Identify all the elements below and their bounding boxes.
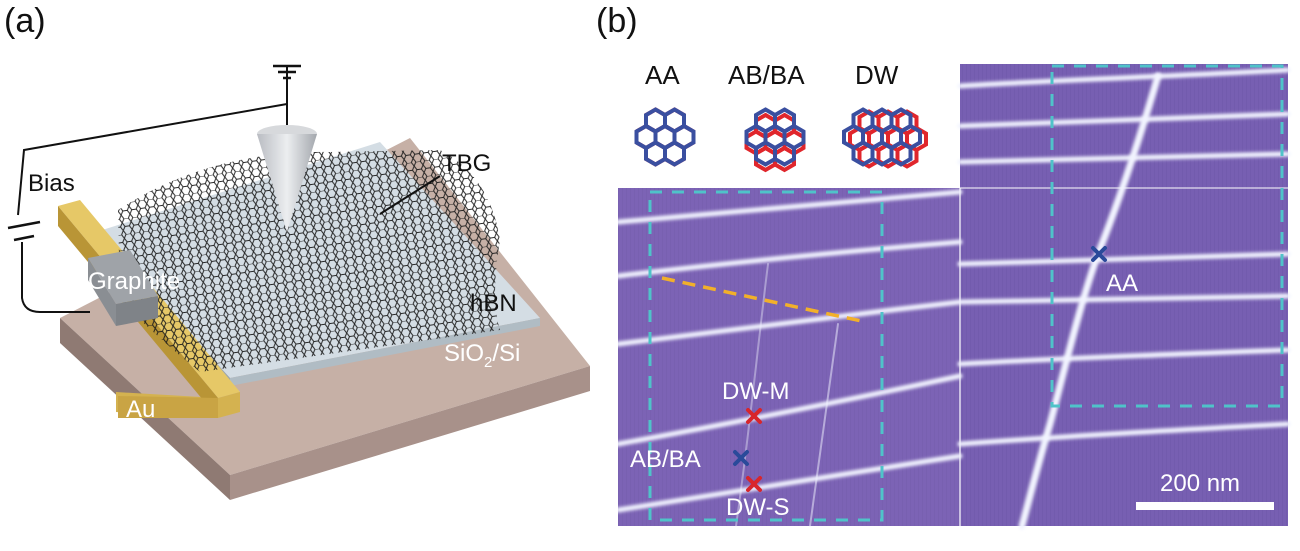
domain-walls [618, 67, 1291, 530]
aa-marker [1091, 246, 1107, 262]
tbg-leader-line [379, 175, 441, 215]
stm-map [618, 64, 1291, 530]
bias-label: Bias [28, 170, 75, 197]
tbg-lattice [118, 150, 500, 372]
graphite-contact [88, 250, 158, 326]
tbg-label: TBG [442, 150, 492, 177]
stacking-label-aa: AA [645, 60, 680, 90]
stacking-label-dw: DW [855, 60, 899, 90]
stm-tip [257, 64, 317, 232]
dw-m-marker-label: DW-M [722, 378, 790, 405]
dw-s-marker [746, 476, 762, 492]
graphite-label: Graphite [88, 268, 181, 295]
scale-bar [1136, 502, 1274, 510]
au-label: Au [126, 396, 156, 423]
stacking-label-abba: AB/BA [728, 60, 805, 90]
bias-circuit [7, 103, 288, 313]
dw-s-marker-label: DW-S [726, 494, 790, 521]
panel-b-label: (b) [596, 2, 638, 40]
zoom-boxes [648, 64, 1284, 522]
dw-m-marker [746, 408, 762, 424]
aa-marker-label: AA [1106, 270, 1139, 297]
hbn-label: hBN [470, 290, 517, 317]
panel-a-label: (a) [4, 2, 46, 40]
ab-ba-marker-label: AB/BA [630, 446, 701, 473]
ab-ba-marker [733, 450, 749, 466]
device-schematic [7, 64, 590, 500]
substrate-label: SiO2/Si [444, 340, 521, 371]
linecut-line [661, 276, 867, 324]
scale-bar-label: 200 nm [1160, 470, 1241, 497]
